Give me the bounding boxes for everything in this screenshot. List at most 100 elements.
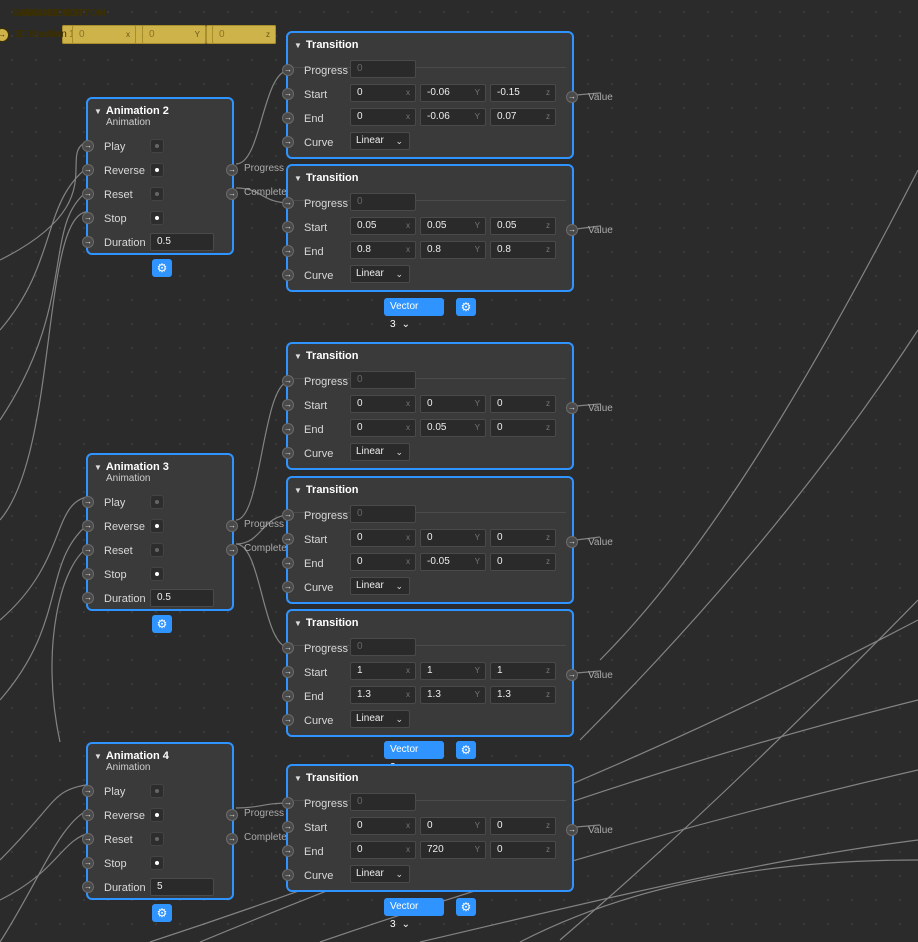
pulse-toggle-reset[interactable] (150, 832, 164, 846)
arrow-right-icon[interactable]: → (282, 64, 294, 76)
gear-icon[interactable]: ⚙ (152, 904, 172, 922)
progress-field[interactable]: 0 (350, 193, 416, 211)
disclosure-triangle-icon[interactable]: ▼ (94, 463, 102, 472)
arrow-right-icon[interactable]: → (82, 785, 94, 797)
pulse-toggle-stop[interactable] (150, 567, 164, 581)
gear-icon[interactable]: ⚙ (152, 615, 172, 633)
arrow-right-icon[interactable]: → (82, 520, 94, 532)
arrow-right-icon[interactable]: → (226, 520, 238, 532)
arrow-right-icon[interactable]: → (226, 164, 238, 176)
disclosure-triangle-icon[interactable]: ▼ (294, 774, 302, 783)
arrow-right-icon[interactable]: → (566, 402, 578, 414)
type-select[interactable]: Vector 3⌄ (384, 898, 444, 930)
progress-field[interactable]: 0 (350, 371, 416, 389)
arrow-right-icon[interactable]: → (282, 690, 294, 702)
disclosure-triangle-icon[interactable]: ▼ (294, 486, 302, 495)
arrow-right-icon[interactable]: → (282, 666, 294, 678)
arrow-right-icon[interactable]: → (566, 669, 578, 681)
arrow-right-icon[interactable]: → (566, 824, 578, 836)
arrow-right-icon[interactable]: → (82, 833, 94, 845)
arrow-right-icon[interactable]: → (82, 568, 94, 580)
pulse-toggle-reverse[interactable] (150, 163, 164, 177)
arrow-right-icon[interactable]: → (282, 581, 294, 593)
progress-field[interactable]: 0 (350, 793, 416, 811)
arrow-right-icon[interactable]: → (566, 224, 578, 236)
type-select[interactable]: Vector 3⌄ (384, 741, 444, 773)
gear-icon[interactable]: ⚙ (456, 741, 476, 759)
arrow-right-icon[interactable]: → (566, 536, 578, 548)
curve-select[interactable]: Linear⌄ (350, 710, 410, 728)
curve-select[interactable]: Linear⌄ (350, 132, 410, 150)
arrow-right-icon[interactable]: → (282, 88, 294, 100)
arrow-right-icon[interactable]: → (282, 136, 294, 148)
pulse-toggle-reverse[interactable] (150, 808, 164, 822)
arrow-right-icon[interactable]: → (82, 140, 94, 152)
curve-select[interactable]: Linear⌄ (350, 443, 410, 461)
arrow-right-icon[interactable]: → (282, 399, 294, 411)
arrow-right-icon[interactable]: → (282, 821, 294, 833)
disclosure-triangle-icon[interactable]: ▼ (294, 174, 302, 183)
arrow-right-icon[interactable]: → (226, 809, 238, 821)
disclosure-triangle-icon[interactable]: ▼ (94, 107, 102, 116)
arrow-right-icon[interactable]: → (82, 236, 94, 248)
pulse-toggle-stop[interactable] (150, 211, 164, 225)
arrow-right-icon[interactable]: → (282, 423, 294, 435)
arrow-right-icon[interactable]: → (226, 544, 238, 556)
arrow-right-icon[interactable]: → (82, 857, 94, 869)
arrow-right-icon[interactable]: → (282, 797, 294, 809)
pulse-toggle-stop[interactable] (150, 856, 164, 870)
arrow-right-icon[interactable]: → (82, 592, 94, 604)
type-select[interactable]: Vector 3⌄ (384, 298, 444, 330)
arrow-right-icon[interactable]: → (282, 557, 294, 569)
arrow-right-icon[interactable]: → (82, 496, 94, 508)
arrow-right-icon[interactable]: → (282, 509, 294, 521)
disclosure-triangle-icon[interactable]: ▼ (294, 619, 302, 628)
arrow-right-icon[interactable]: → (0, 28, 9, 42)
disclosure-triangle-icon[interactable]: ▼ (294, 41, 302, 50)
arrow-right-icon[interactable]: → (566, 91, 578, 103)
curve-select[interactable]: Linear⌄ (350, 577, 410, 595)
pulse-toggle-reset[interactable] (150, 543, 164, 557)
gear-icon[interactable]: ⚙ (456, 298, 476, 316)
arrow-right-icon[interactable]: → (82, 881, 94, 893)
arrow-right-icon[interactable]: → (82, 544, 94, 556)
arrow-right-icon[interactable]: → (282, 533, 294, 545)
curve-select[interactable]: Linear⌄ (350, 265, 410, 283)
arrow-right-icon[interactable]: → (226, 188, 238, 200)
